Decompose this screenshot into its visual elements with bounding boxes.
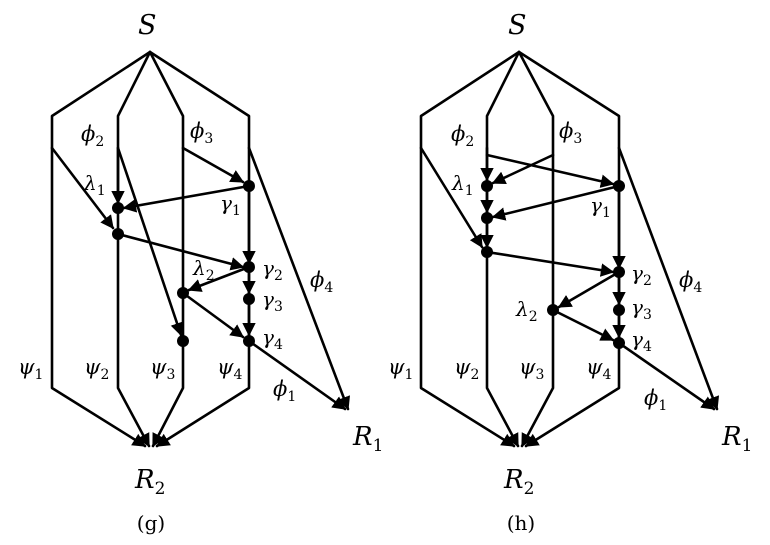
node-mid [481, 212, 493, 224]
edge-node-gamma2 [485, 250, 615, 277]
label-psi1: ψ1 [388, 355, 413, 383]
label-gamma2: γ2 [631, 261, 652, 289]
panel-h: S ϕ2 ϕ3 λ1 γ1 λ2 γ2 γ3 γ4 ϕ4 ψ1 ψ2 ψ3 ψ4… [388, 10, 752, 535]
label-gamma4: γ4 [631, 327, 652, 355]
label-gamma3: γ3 [631, 295, 652, 323]
edge-phi4-r1 [247, 146, 351, 411]
label-phi4: ϕ4 [679, 268, 702, 296]
edge-phi3-lambda1 [491, 153, 555, 185]
label-lambda2: λ2 [515, 297, 538, 325]
edge-s-psi1 [419, 50, 521, 448]
label-psi3: ψ3 [519, 355, 544, 383]
label-phi1: ϕ1 [273, 377, 296, 405]
edge-gamma4-r1 [617, 341, 716, 411]
sink-r2-label: R2 [134, 465, 165, 499]
label-phi3: ϕ3 [190, 119, 213, 147]
panel-g: S ϕ2 ϕ3 λ1 γ1 λ2 γ2 γ3 γ4 ϕ4 ψ1 ψ2 ψ3 ψ4… [18, 10, 383, 535]
label-psi2: ψ2 [84, 355, 109, 383]
label-psi2: ψ2 [454, 355, 479, 383]
node-gamma3 [613, 304, 625, 316]
node-lambda2 [547, 304, 559, 316]
node-lambda2 [177, 287, 189, 299]
source-label: S [138, 10, 157, 41]
source-label: S [508, 10, 527, 41]
label-psi4: ψ4 [586, 355, 611, 383]
label-phi4: ϕ4 [310, 268, 333, 296]
node-lambda1 [112, 202, 124, 214]
edge-s-psi2 [116, 50, 152, 448]
node-gamma1 [243, 180, 255, 192]
label-lambda1: λ1 [451, 171, 474, 199]
edge-lambda2-gamma4 [181, 291, 245, 339]
node-merge [481, 246, 493, 258]
caption-g: (g) [137, 511, 165, 535]
node-psi3 [177, 335, 189, 347]
node-lambda1 [481, 180, 493, 192]
node-merge [112, 228, 124, 240]
sink-r2-label: R2 [503, 465, 534, 499]
edge-gamma2-lambda2 [187, 265, 251, 292]
sink-r1-label: R1 [721, 422, 752, 456]
label-psi1: ψ1 [18, 355, 43, 383]
label-gamma1: γ1 [220, 191, 241, 219]
node-gamma4 [243, 335, 255, 347]
label-phi2: ϕ2 [81, 122, 104, 150]
label-psi4: ψ4 [217, 355, 242, 383]
node-gamma3 [243, 293, 255, 305]
label-lambda1: λ1 [83, 171, 106, 199]
label-gamma2: γ2 [262, 256, 283, 284]
edge-s-psi4 [517, 50, 621, 448]
edge-lambda2-gamma4 [551, 308, 615, 342]
edge-phi4-r1 [617, 146, 720, 411]
caption-h: (h) [507, 511, 536, 535]
label-gamma3: γ3 [262, 287, 283, 315]
label-gamma1: γ1 [590, 193, 611, 221]
edge-phi2-gamma1 [485, 153, 615, 188]
label-phi3: ϕ3 [559, 119, 582, 147]
edge-s-psi4 [148, 50, 251, 448]
label-gamma4: γ4 [262, 325, 283, 353]
node-gamma2 [613, 266, 625, 278]
edge-phi3-gamma1 [181, 146, 245, 184]
label-lambda2: λ2 [192, 256, 215, 284]
node-gamma1 [613, 180, 625, 192]
node-gamma2 [243, 261, 255, 273]
label-phi1: ϕ1 [644, 386, 667, 414]
edge-gamma1-lambda1 [122, 184, 251, 213]
edge-phi2-psi3node [116, 146, 184, 337]
edge-s-psi1 [50, 50, 152, 448]
label-phi2: ϕ2 [451, 122, 474, 150]
sink-r1-label: R1 [352, 422, 383, 456]
label-psi3: ψ3 [150, 355, 175, 383]
edge-gamma4-r1 [247, 339, 347, 411]
node-gamma4 [613, 337, 625, 349]
edge-psi1-node [419, 146, 484, 249]
edge-gamma1-mid [491, 184, 621, 221]
edge-psi1-node [50, 146, 115, 230]
edge-gamma2-lambda2 [557, 270, 621, 309]
edge-node-gamma2 [116, 232, 245, 271]
edge-s-psi3 [517, 50, 555, 448]
